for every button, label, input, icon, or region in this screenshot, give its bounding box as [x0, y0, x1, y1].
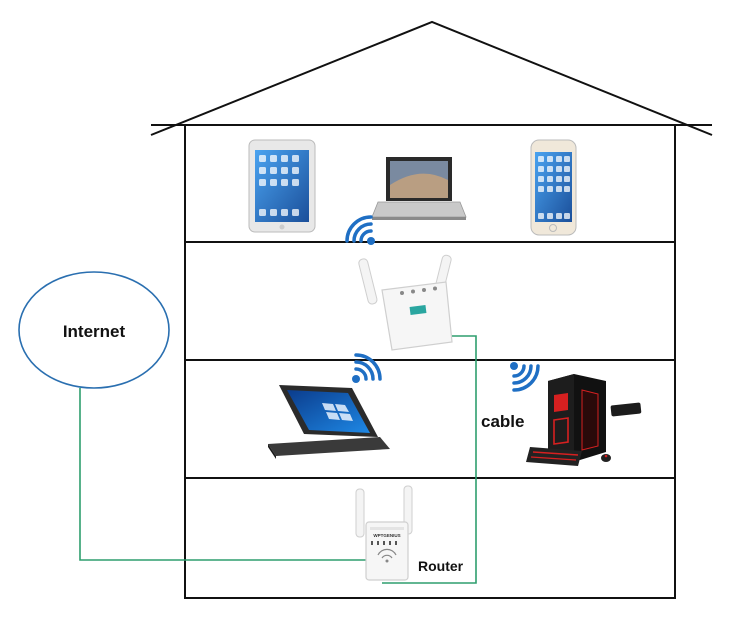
- smartphone-icon: [531, 140, 576, 235]
- repeater-icon: [358, 254, 452, 350]
- desktop-pc-icon: [526, 374, 641, 466]
- convertible-laptop-icon: [268, 385, 390, 459]
- wifi-icon: [510, 362, 538, 390]
- router-icon: WPTGENIUS: [356, 486, 412, 580]
- router-brand: WPTGENIUS: [373, 533, 400, 538]
- wifi-icon: [347, 217, 375, 245]
- laptop-icon: [372, 157, 466, 220]
- cable-label: cable: [481, 412, 524, 431]
- tablet-icon: [249, 140, 315, 232]
- roof: [151, 22, 712, 135]
- internet-node: Internet: [19, 272, 169, 388]
- internet-label: Internet: [63, 322, 126, 341]
- router-label: Router: [418, 558, 464, 574]
